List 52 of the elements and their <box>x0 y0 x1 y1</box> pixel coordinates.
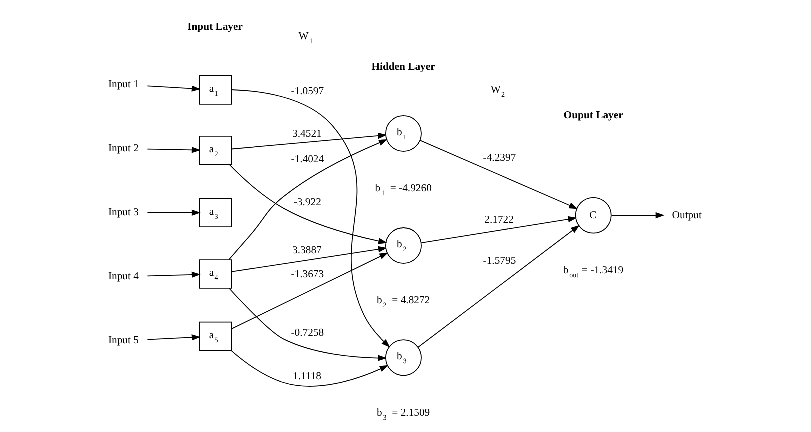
node-box: a$_{1}$ <box>199 75 232 105</box>
arrow <box>418 225 580 348</box>
arrow <box>231 90 390 348</box>
label: Hidden Layer <box>372 60 436 73</box>
node-text: Input 2 <box>108 142 139 155</box>
arrow <box>231 350 389 387</box>
edge-label: 3.3887 <box>292 244 322 256</box>
label: Input Layer <box>188 20 243 33</box>
arrow <box>611 212 665 219</box>
node-circle: b$_{3}$ <box>386 340 422 376</box>
arrow <box>231 132 388 150</box>
label: Ouput Layer <box>564 110 624 122</box>
node-box: a$_{4}$ <box>199 260 232 289</box>
arrow <box>147 147 201 154</box>
edge-label: -3.922 <box>294 196 322 208</box>
arrow <box>147 272 201 278</box>
arrow <box>147 210 201 216</box>
node-text: Input 3 <box>108 206 139 219</box>
arrow <box>228 140 388 260</box>
arrow <box>231 252 389 330</box>
node-text: Input 5 <box>108 334 139 347</box>
arrow <box>420 140 578 210</box>
edge-label: 2.1722 <box>484 214 514 226</box>
node-text: Output <box>672 209 702 222</box>
node-text: Input 1 <box>108 78 139 91</box>
edge-label: -1.5795 <box>483 255 516 268</box>
node-box: a$_{5}$ <box>199 322 232 352</box>
edge-label: 1.1118 <box>292 370 322 383</box>
edge-label: -1.4024 <box>291 154 324 166</box>
node-label: b$_{out}$ = -1.3419 <box>563 264 624 280</box>
node-label: b$_{3}$ = 2.1509 <box>377 406 430 422</box>
label: W$_{2}$ <box>490 84 506 99</box>
arrow <box>231 246 388 272</box>
label: W$_{1}$ <box>298 30 314 46</box>
node-circle: C <box>575 197 612 234</box>
node-text: Input 4 <box>108 270 139 283</box>
node-box: a$_{3}$ <box>199 198 232 228</box>
arrow <box>228 288 388 362</box>
arrow <box>421 216 578 244</box>
edge-label: -0.7258 <box>291 327 324 340</box>
node-label: b$_{1}$ = -4.9260 <box>375 182 432 198</box>
edge-label: -1.0597 <box>291 85 324 98</box>
node-circle: b$_{1}$ <box>386 116 422 152</box>
arrow <box>147 86 201 92</box>
node-circle: b$_{2}$ <box>386 228 422 264</box>
edge-label: -4.2397 <box>483 152 516 164</box>
node-label: b$_{2}$ = 4.8272 <box>377 294 430 310</box>
edge-label: 3.4521 <box>292 128 322 140</box>
edge-label: -1.3673 <box>291 268 324 280</box>
arrow <box>229 164 388 244</box>
arrow <box>147 334 201 341</box>
node-box: a$_{2}$ <box>199 136 232 166</box>
